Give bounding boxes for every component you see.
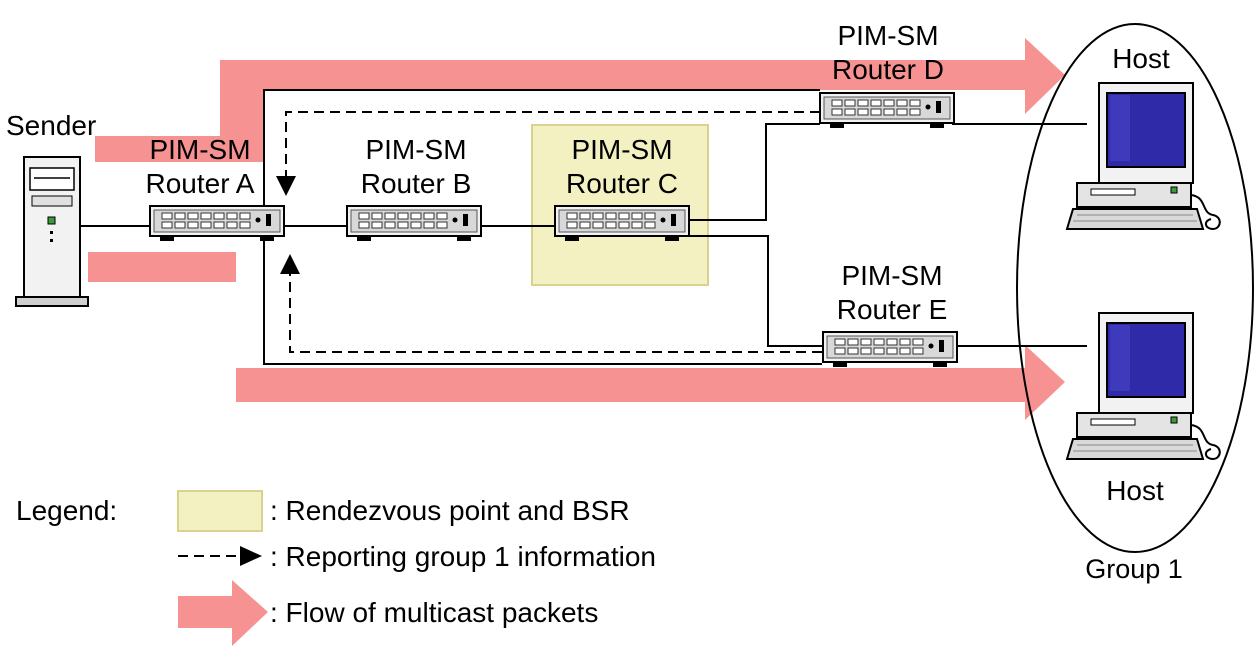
router-c-icon (554, 205, 690, 242)
network-links (80, 89, 1087, 365)
legend-title: Legend: (16, 495, 117, 526)
multicast-flow-bottom-arrow (88, 252, 1065, 420)
router-b-icon (346, 205, 482, 242)
server-icon (15, 156, 89, 307)
router-b-label-line2: Router B (361, 168, 472, 199)
router-a-label-line1: PIM-SM (149, 134, 250, 165)
router-e-icon (822, 331, 958, 368)
router-d-label-line1: PIM-SM (837, 20, 938, 51)
router-c-label-line2: Router C (566, 168, 678, 199)
router-a-icon (149, 205, 285, 242)
legend-rp-text: : Rendezvous point and BSR (270, 495, 630, 526)
group-ellipse (1016, 23, 1254, 553)
router-d-label-line2: Router D (832, 54, 944, 85)
report-dashed-arrow-bottom (280, 254, 822, 353)
legend-report-text: : Reporting group 1 information (270, 541, 656, 572)
host-computer-icon-bottom (1066, 312, 1221, 460)
flow-arrow-icon (178, 580, 268, 646)
group-label: Group 1 (1085, 554, 1183, 584)
router-e-label-line1: PIM-SM (841, 260, 942, 291)
router-a-label-line2: Router A (146, 168, 255, 199)
host-label-top: Host (1112, 43, 1170, 74)
router-b-label-line1: PIM-SM (365, 134, 466, 165)
legend-flow-text: : Flow of multicast packets (270, 597, 598, 628)
sender-label: Sender (6, 110, 96, 141)
multicast-flow-top-arrow (95, 38, 1065, 162)
report-dashed-arrow-top (276, 111, 820, 196)
host-label-bottom: Host (1106, 475, 1164, 506)
router-e-label-line2: Router E (837, 294, 948, 325)
legend-rp-swatch (177, 490, 263, 532)
router-c-label-line1: PIM-SM (571, 134, 672, 165)
host-computer-icon-top (1066, 82, 1221, 230)
dashed-arrow-icon (178, 546, 262, 566)
router-d-icon (819, 92, 955, 129)
